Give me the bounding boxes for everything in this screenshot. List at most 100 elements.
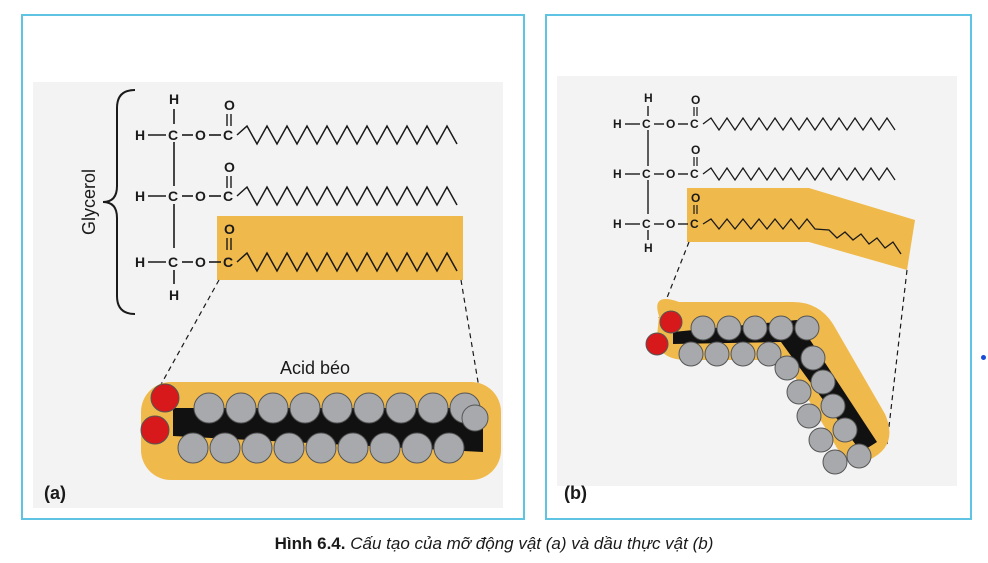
hydrogen-atom	[690, 315, 716, 341]
atom-h: H	[613, 217, 622, 231]
hydrogen-atom	[385, 392, 417, 424]
atom-o: O	[224, 159, 235, 175]
hydrogen-atom	[786, 379, 812, 405]
space-filling-model	[645, 310, 877, 475]
fatty-acid-chains	[236, 124, 458, 273]
oxygen-atom	[659, 310, 683, 334]
panel-vegetable-oil: H H C O C O H C O C O	[545, 14, 972, 520]
caption-number: Hình 6.4.	[274, 534, 346, 553]
hydrogen-atom	[353, 392, 385, 424]
atom-c: C	[690, 167, 699, 181]
panel-label-b: (b)	[564, 483, 587, 503]
atom-h-bottom: H	[169, 287, 179, 303]
atom-h: H	[135, 127, 145, 143]
fat-structure-diagram: Glycerol H H C O C O H C O C O	[79, 89, 501, 480]
margin-dot	[981, 355, 986, 360]
hydrogen-atom	[730, 341, 756, 367]
hydrogen-atom	[678, 341, 704, 367]
atom-o: O	[666, 117, 675, 131]
glycerol-backbone: H H C O C O H C O C O	[135, 91, 235, 303]
atom-o: O	[666, 167, 675, 181]
space-filling-model	[140, 383, 489, 464]
atom-h-bottom: H	[644, 241, 653, 255]
connector-line	[886, 269, 908, 445]
atom-c: C	[690, 117, 699, 131]
connector-line	[158, 279, 220, 389]
hydrocarbon-chain	[236, 185, 458, 207]
atom-c: C	[642, 167, 651, 181]
hydrocarbon-chain	[236, 251, 458, 273]
oil-structure-diagram: H H C O C O H C O C O	[613, 91, 915, 475]
hydrogen-atom	[417, 392, 449, 424]
hydrogen-atom	[193, 392, 225, 424]
atom-o: O	[691, 143, 700, 157]
hydrogen-atom	[401, 432, 433, 464]
hydrogen-atom	[321, 392, 353, 424]
glycerol-backbone: H H C O C O H C O C O	[613, 91, 700, 255]
hydrogen-atom	[209, 432, 241, 464]
atom-c: C	[642, 117, 651, 131]
atom-h-top: H	[644, 91, 653, 105]
atom-h: H	[135, 188, 145, 204]
hydrogen-atom	[846, 443, 872, 469]
oxygen-atom	[645, 332, 669, 356]
hydrogen-atom	[796, 403, 822, 429]
hydrogen-atom	[461, 404, 489, 432]
hydrogen-atom	[704, 341, 730, 367]
panel-label-a: (a)	[44, 483, 66, 503]
hydrogen-atom	[177, 432, 209, 464]
hydrogen-atom	[433, 432, 465, 464]
atom-c: C	[223, 127, 233, 143]
hydrogen-atom	[305, 432, 337, 464]
atom-o: O	[691, 191, 700, 205]
hydrogen-atom	[716, 315, 742, 341]
hydrogen-atom	[742, 315, 768, 341]
atom-c: C	[642, 217, 651, 231]
hydrogen-atom	[241, 432, 273, 464]
atom-o: O	[691, 93, 700, 107]
atom-o: O	[224, 221, 235, 237]
hydrocarbon-chain	[236, 124, 458, 146]
hydrogen-atom	[832, 417, 858, 443]
connector-line	[658, 241, 690, 319]
hydrogen-atom	[808, 427, 834, 453]
oxygen-atom	[150, 383, 180, 413]
atom-h: H	[613, 117, 622, 131]
atom-c: C	[223, 188, 233, 204]
hydrogen-atom	[774, 355, 800, 381]
atom-c: C	[223, 254, 233, 270]
hydrogen-atom	[225, 392, 257, 424]
hydrogen-atom	[756, 341, 782, 367]
oxygen-atom	[140, 415, 170, 445]
atom-o: O	[666, 217, 675, 231]
hydrogen-atom	[822, 449, 848, 475]
hydrogen-atom	[800, 345, 826, 371]
atom-h-top: H	[169, 91, 179, 107]
hydrogen-atom	[810, 369, 836, 395]
atom-o: O	[224, 97, 235, 113]
panel-animal-fat: Glycerol H H C O C O H C O C O	[21, 14, 525, 520]
atom-h: H	[135, 254, 145, 270]
hydrogen-atom	[794, 315, 820, 341]
glycerol-label: Glycerol	[79, 169, 99, 235]
hydrocarbon-chain	[702, 116, 896, 132]
hydrogen-atom	[257, 392, 289, 424]
connector-line	[460, 279, 480, 389]
hydrogen-atom	[369, 432, 401, 464]
figure-caption: Hình 6.4. Cấu tạo của mỡ động vật (a) và…	[0, 534, 988, 554]
atom-h: H	[613, 167, 622, 181]
hydrocarbon-chain	[702, 166, 896, 182]
atom-c: C	[690, 217, 699, 231]
hydrocarbon-chain	[702, 217, 902, 255]
atom-o: O	[195, 254, 206, 270]
glycerol-brace	[102, 89, 136, 315]
atom-c: C	[168, 127, 178, 143]
fatty-acid-highlight	[217, 216, 463, 280]
acid-label: Acid béo	[280, 358, 350, 378]
atom-o: O	[195, 127, 206, 143]
fatty-acid-highlight	[687, 188, 915, 270]
fatty-acid-chains	[702, 116, 902, 255]
hydrogen-atom	[768, 315, 794, 341]
hydrogen-atom	[820, 393, 846, 419]
atom-c: C	[168, 254, 178, 270]
